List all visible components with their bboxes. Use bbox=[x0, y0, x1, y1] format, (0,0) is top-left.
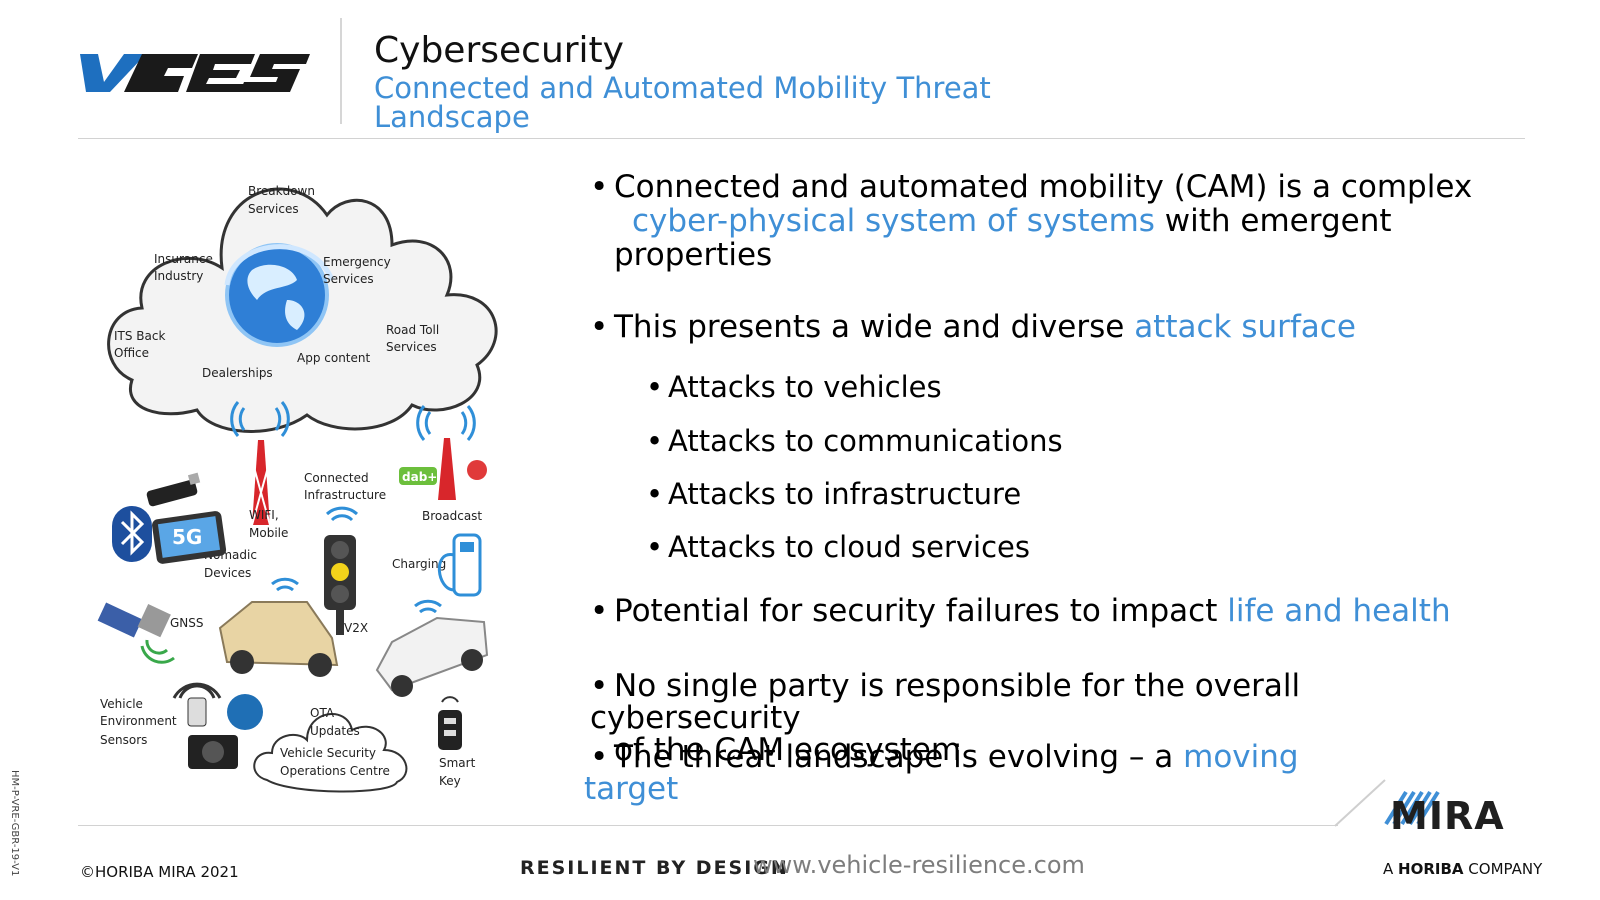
bullet-4-text: No single party is responsible for the o… bbox=[590, 668, 1301, 736]
vres-logo bbox=[80, 54, 310, 92]
insurance-industry-label-2: Industry bbox=[154, 269, 203, 283]
sub-bullet-cloud: •Attacks to cloud services bbox=[646, 530, 1030, 564]
its-back-office-label-2: Office bbox=[114, 346, 149, 360]
vsoc-cloud bbox=[253, 713, 408, 793]
bullet-3-text: Potential for security failures to impac… bbox=[614, 593, 1228, 629]
bluetooth-icon bbox=[112, 506, 152, 562]
smart-key-icon bbox=[438, 696, 462, 750]
camera-icon bbox=[188, 735, 238, 769]
bullet-3-highlight: life and health bbox=[1227, 593, 1451, 629]
bullet-2-highlight: attack surface bbox=[1134, 309, 1356, 345]
tagline: RESILIENT BY DESIGN bbox=[520, 857, 789, 879]
v2x-label: V2X bbox=[344, 621, 368, 635]
app-content-label: App content bbox=[297, 351, 370, 365]
horiba-company: A HORIBA COMPANY bbox=[1383, 860, 1542, 878]
traffic-light-icon bbox=[324, 506, 359, 635]
page-title: Cybersecurity bbox=[374, 30, 624, 71]
breakdown-services-label-2: Services bbox=[248, 202, 299, 216]
sub-bullet-text: Attacks to infrastructure bbox=[668, 477, 1022, 511]
insurance-industry-label: Insurance bbox=[154, 252, 213, 266]
website-link[interactable]: www.vehicle-resilience.com bbox=[753, 851, 1085, 879]
vehicle-env-label-2: Environment bbox=[100, 714, 177, 728]
broadcast-label: Broadcast bbox=[422, 509, 482, 523]
connected-infra-label: Connected bbox=[304, 471, 369, 485]
ev-charger-icon bbox=[437, 533, 482, 597]
beige-car-icon bbox=[218, 577, 339, 677]
horiba-name: HORIBA bbox=[1398, 860, 1464, 878]
lidar-sensor-icon bbox=[227, 694, 263, 730]
bullet-no-single-party: •No single party is responsible for the … bbox=[590, 670, 1510, 766]
sub-bullet-text: Attacks to vehicles bbox=[668, 370, 942, 404]
bullet-attack-surface: •This presents a wide and diverse attack… bbox=[590, 309, 1356, 345]
wifi-mobile-label-2: Mobile bbox=[249, 526, 288, 540]
header-divider bbox=[340, 18, 342, 124]
smartphone-5g-icon: 5G bbox=[152, 511, 227, 564]
5g-badge: 5G bbox=[172, 525, 202, 549]
emergency-services-label: Emergency bbox=[323, 255, 391, 269]
road-toll-label-2: Services bbox=[386, 340, 437, 354]
cell-tower-icon bbox=[230, 401, 290, 526]
smart-key-label: Smart bbox=[439, 756, 476, 770]
smart-key-label-2: Key bbox=[439, 774, 461, 788]
sub-bullet-vehicles: •Attacks to vehicles bbox=[646, 370, 942, 404]
radar-sensor-icon bbox=[172, 682, 222, 727]
bullet-5-text: The threat landscape is evolving – a bbox=[614, 739, 1184, 775]
footer-rule bbox=[78, 825, 1338, 826]
bullet-1-highlight: cyber-physical system of systems bbox=[632, 203, 1155, 239]
its-back-office-label: ITS Back bbox=[114, 329, 165, 343]
bullet-cam-complex: •Connected and automated mobility (CAM) … bbox=[590, 170, 1520, 272]
dab-label: dab+ bbox=[402, 470, 437, 484]
connected-infra-label-2: Infrastructure bbox=[304, 488, 386, 502]
bullet-5-highlight: moving bbox=[1183, 739, 1299, 775]
bullet-1-text: Connected and automated mobility (CAM) i… bbox=[614, 169, 1473, 205]
dealerships-label: Dealerships bbox=[202, 366, 273, 380]
gnss-label: GNSS bbox=[170, 616, 204, 630]
sub-bullet-infrastructure: •Attacks to infrastructure bbox=[646, 477, 1022, 511]
satellite-icon bbox=[97, 602, 175, 664]
threat-landscape-diagram: Breakdown Services Insurance Industry Em… bbox=[97, 184, 498, 793]
wifi-mobile-label: WIFI, bbox=[249, 508, 279, 522]
vehicle-env-label: Vehicle bbox=[100, 697, 143, 711]
footer-slash bbox=[1334, 779, 1386, 827]
vsoc-label-2: Operations Centre bbox=[280, 764, 390, 778]
bullet-2-text: This presents a wide and diverse bbox=[614, 309, 1135, 345]
svg-text:Breakdown: Breakdown bbox=[248, 184, 315, 198]
bullet-5-highlight-2: target bbox=[584, 771, 679, 807]
horiba-company-word: COMPANY bbox=[1463, 860, 1543, 878]
bullet-4-text-2: of the CAM ecosystem bbox=[614, 732, 962, 768]
sub-bullet-communications: •Attacks to communications bbox=[646, 424, 1063, 458]
vsoc-label: Vehicle Security bbox=[280, 746, 376, 760]
ota-label: OTA bbox=[310, 706, 335, 720]
emergency-services-label-2: Services bbox=[323, 272, 374, 286]
sub-bullet-text: Attacks to communications bbox=[668, 424, 1063, 458]
breakdown-services-label: Breakdown bbox=[248, 184, 315, 198]
dab-radio-icon: dab+ bbox=[399, 460, 487, 485]
globe-icon bbox=[224, 243, 335, 347]
usb-stick-icon bbox=[146, 472, 201, 507]
bullet-1-text-2: with emergent bbox=[1154, 203, 1392, 239]
mira-stripes-logo bbox=[1384, 790, 1440, 826]
copyright: ©HORIBA MIRA 2021 bbox=[80, 863, 239, 881]
broadcast-tower-icon bbox=[416, 405, 476, 500]
sub-bullet-text: Attacks to cloud services bbox=[668, 530, 1030, 564]
road-toll-label: Road Toll bbox=[386, 323, 439, 337]
mira-logo-text: MIRA bbox=[1390, 794, 1505, 838]
horiba-a: A bbox=[1383, 860, 1399, 878]
vehicle-env-label-3: Sensors bbox=[100, 733, 147, 747]
cloud-labels: Breakdown Services Insurance Industry Em… bbox=[114, 184, 439, 380]
bullet-life-health: •Potential for security failures to impa… bbox=[590, 593, 1451, 629]
header-rule bbox=[78, 138, 1525, 139]
bullet-1-text-3: properties bbox=[614, 237, 773, 273]
document-code: HM-P-VRE-GBR-19-V1 bbox=[9, 770, 20, 877]
bullet-moving-target: •The threat landscape is evolving – a mo… bbox=[584, 739, 1299, 807]
charging-label: Charging bbox=[392, 557, 446, 571]
ota-label-2: Updates bbox=[310, 724, 360, 738]
page-subtitle: Connected and Automated Mobility Threat … bbox=[374, 71, 991, 134]
nomadic-devices-label-2: Devices bbox=[204, 566, 251, 580]
white-car-icon bbox=[375, 599, 489, 697]
